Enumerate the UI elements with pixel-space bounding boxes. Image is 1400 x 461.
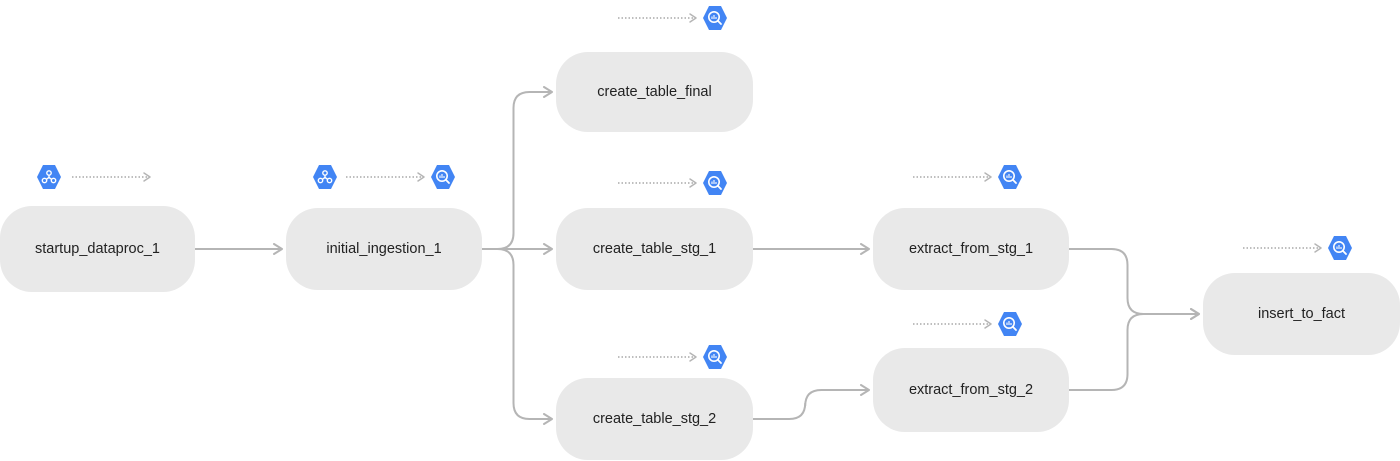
dataproc-icon bbox=[36, 164, 62, 190]
bigquery-icon bbox=[430, 164, 456, 190]
dataproc-icon bbox=[312, 164, 338, 190]
task-node-label: insert_to_fact bbox=[1257, 306, 1346, 322]
dependency-edge bbox=[1069, 308, 1200, 391]
task-node-create-table-stg-1[interactable]: create_table_stg_1 bbox=[556, 208, 753, 290]
task-node-create-table-stg-2[interactable]: create_table_stg_2 bbox=[556, 378, 753, 460]
task-node-insert-to-fact[interactable]: insert_to_fact bbox=[1203, 273, 1400, 355]
dependency-edge bbox=[482, 86, 553, 250]
task-node-label: initial_ingestion_1 bbox=[326, 241, 442, 257]
task-node-label: extract_from_stg_1 bbox=[908, 241, 1034, 257]
bigquery-icon bbox=[702, 344, 728, 370]
bigquery-icon bbox=[1327, 235, 1353, 261]
task-node-extract-from-stg-2[interactable]: extract_from_stg_2 bbox=[873, 348, 1069, 432]
task-node-create-table-final[interactable]: create_table_final bbox=[556, 52, 753, 132]
bigquery-icon bbox=[702, 170, 728, 196]
dependency-edge bbox=[753, 384, 870, 420]
task-node-label: create_table_stg_1 bbox=[592, 241, 717, 257]
dependency-edge bbox=[1069, 248, 1200, 320]
dependency-edge bbox=[482, 248, 553, 425]
task-node-label: create_table_stg_2 bbox=[592, 411, 717, 427]
task-node-extract-from-stg-1[interactable]: extract_from_stg_1 bbox=[873, 208, 1069, 290]
task-node-initial-ingestion-1[interactable]: initial_ingestion_1 bbox=[286, 208, 482, 290]
task-node-label: create_table_final bbox=[597, 84, 712, 100]
task-node-label: startup_dataproc_1 bbox=[35, 241, 160, 257]
bigquery-icon bbox=[997, 311, 1023, 337]
task-node-startup-dataproc-1[interactable]: startup_dataproc_1 bbox=[0, 206, 195, 292]
task-node-label: extract_from_stg_2 bbox=[908, 382, 1034, 398]
bigquery-icon bbox=[997, 164, 1023, 190]
bigquery-icon bbox=[702, 5, 728, 31]
